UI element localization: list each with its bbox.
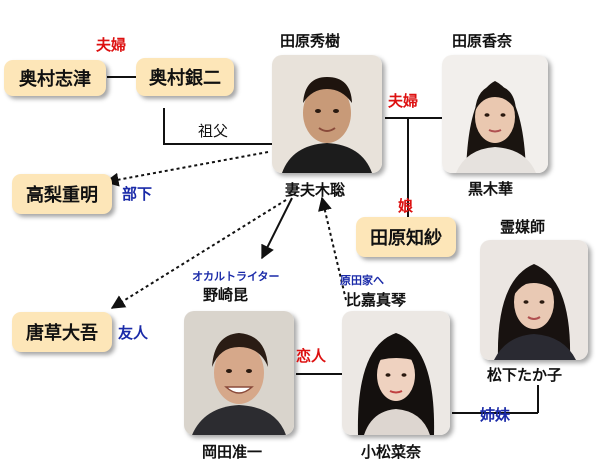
box-okumura-shizu: 奥村志津 <box>4 60 106 96</box>
label-yujin: 友人 <box>118 324 149 342</box>
arrow-occult <box>261 197 293 260</box>
name-tahara-hideki: 田原秀樹 <box>280 32 341 50</box>
arrow-buka <box>104 151 269 187</box>
label-haradake: 原田家へ <box>340 274 384 287</box>
photo-matsu <box>480 240 588 360</box>
photo-okada <box>184 311 294 435</box>
box-karakusa: 唐草大吾 <box>12 312 112 352</box>
label-occult-writer: オカルトライター <box>192 270 280 283</box>
box-okumura-ginji: 奥村銀二 <box>136 58 234 96</box>
name-tahara-kana: 田原香奈 <box>452 32 513 50</box>
name-tsumabuki: 妻夫木聡 <box>285 181 346 199</box>
photo-komatsu <box>342 311 450 435</box>
box-takanashi: 高梨重明 <box>12 174 112 214</box>
label-shimai: 姉妹 <box>480 406 511 424</box>
name-reibaishi: 霊媒師 <box>500 218 546 236</box>
line-sofu <box>163 108 272 145</box>
label-koibito: 恋人 <box>296 347 327 365</box>
name-okada: 岡田准一 <box>202 443 263 461</box>
photo-kuroki <box>442 55 548 173</box>
box-tahara-chisa: 田原知紗 <box>356 217 456 257</box>
name-kuroki: 黒木華 <box>468 180 514 198</box>
label-sofu: 祖父 <box>198 122 229 140</box>
label-buka: 部下 <box>122 185 153 203</box>
name-matsu: 松下たか子 <box>487 366 563 384</box>
name-komatsu: 小松菜奈 <box>361 443 422 461</box>
arrow-yujin <box>110 199 287 309</box>
photo-tsumabuki <box>272 55 382 173</box>
label-fufu-right: 夫婦 <box>388 92 419 110</box>
name-nozaki: 野崎昆 <box>203 286 249 304</box>
name-higa: 比嘉真琴 <box>346 291 407 309</box>
label-musume: 娘 <box>398 197 414 215</box>
label-fufu-top: 夫婦 <box>96 36 127 54</box>
